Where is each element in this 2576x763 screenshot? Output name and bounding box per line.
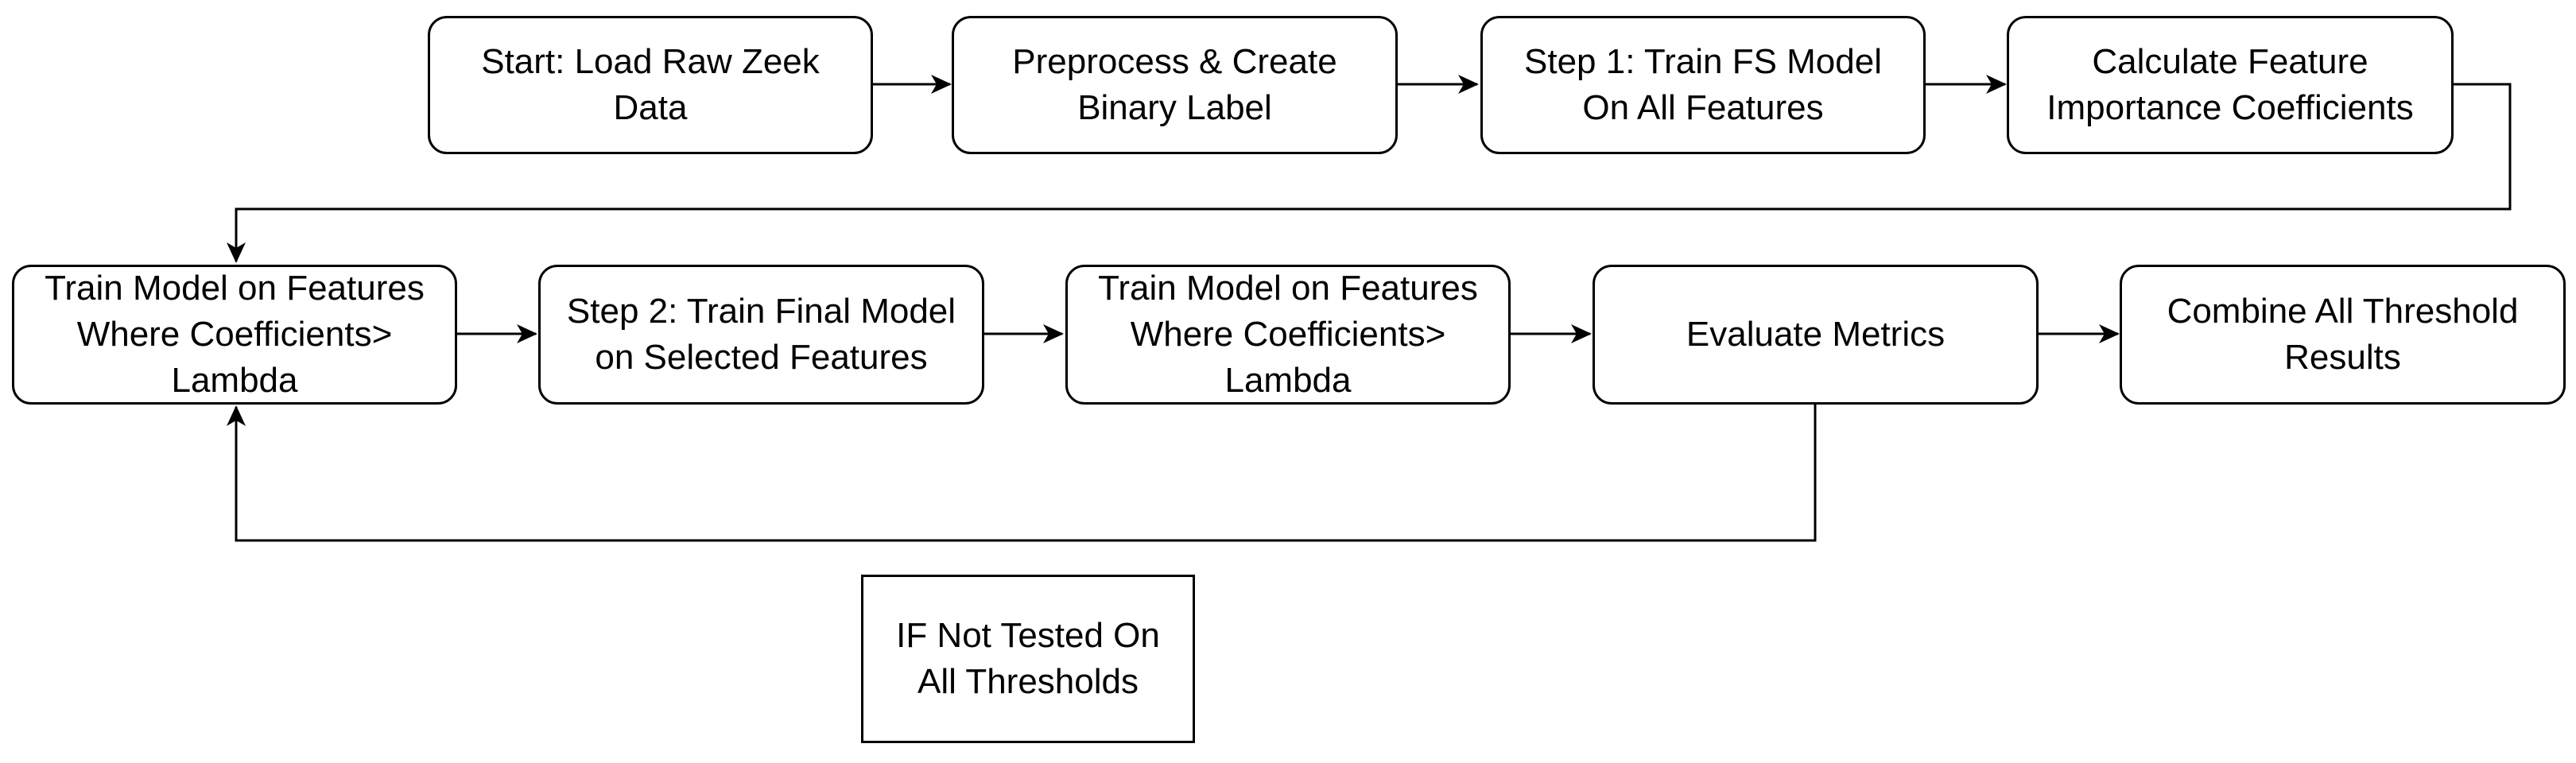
node-step2-train-final-label: Step 2: Train Final Model on Selected Fe…	[566, 292, 956, 377]
loop-condition-note: IF Not Tested On All Thresholds	[861, 575, 1195, 743]
node-step1-train-fs: Step 1: Train FS Model On All Features	[1480, 16, 1926, 154]
node-train-model-threshold-a-label: Train Model on Features Where Coefficien…	[45, 269, 425, 400]
node-evaluate-metrics: Evaluate Metrics	[1593, 265, 2039, 405]
node-train-model-threshold-b-label: Train Model on Features Where Coefficien…	[1098, 269, 1478, 400]
node-calculate-importance: Calculate Feature Importance Coefficient…	[2007, 16, 2454, 154]
edge-evaluate-loop-to-train-a	[227, 403, 1817, 542]
node-start-load-data-label: Start: Load Raw Zeek Data	[481, 42, 820, 127]
node-evaluate-metrics-label: Evaluate Metrics	[1686, 315, 1946, 354]
node-calculate-importance-label: Calculate Feature Importance Coefficient…	[2046, 42, 2414, 127]
node-combine-results-label: Combine All Threshold Results	[2167, 292, 2519, 377]
node-preprocess: Preprocess & Create Binary Label	[952, 16, 1398, 154]
node-step1-train-fs-label: Step 1: Train FS Model On All Features	[1524, 42, 1882, 127]
loop-condition-note-label: IF Not Tested On All Thresholds	[896, 616, 1160, 701]
node-step2-train-final: Step 2: Train Final Model on Selected Fe…	[538, 265, 984, 405]
node-preprocess-label: Preprocess & Create Binary Label	[1012, 42, 1337, 127]
node-train-model-threshold-b: Train Model on Features Where Coefficien…	[1065, 265, 1511, 405]
edge-calc-to-train-a	[227, 83, 2512, 263]
node-combine-results: Combine All Threshold Results	[2120, 265, 2566, 405]
node-start-load-data: Start: Load Raw Zeek Data	[428, 16, 873, 154]
node-train-model-threshold-a: Train Model on Features Where Coefficien…	[12, 265, 457, 405]
